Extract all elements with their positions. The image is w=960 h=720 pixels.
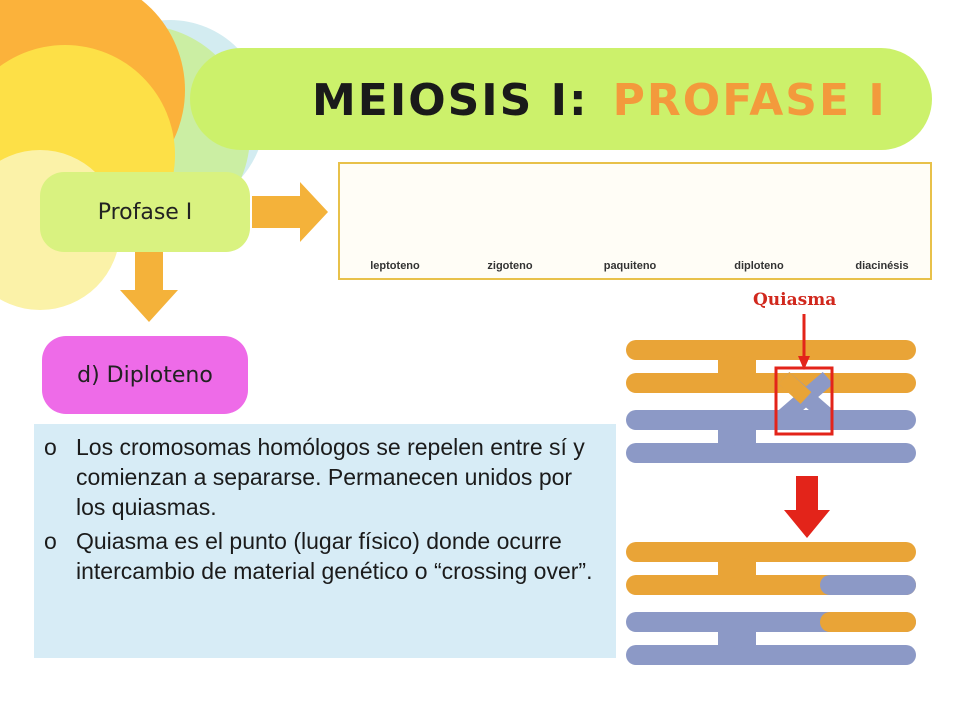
diploteno-label: d) Diploteno [77,362,213,388]
profase-box: Profase I [40,172,250,252]
bullet-marker: o [44,528,57,554]
chromatid-blue-top-1 [626,410,916,430]
chromatid-orange-top-2 [626,373,916,393]
quiasma-label: Quiasma [753,290,837,310]
bullet-text: Los cromosomas homólogos se repelen entr… [76,434,585,520]
bullet-marker: o [44,434,57,460]
stage-label-paquiteno: paquiteno [603,260,657,272]
stage-label-leptoteno: leptoteno [370,260,420,272]
bullet-text: Quiasma es el punto (lugar físico) donde… [76,528,593,584]
diploteno-box: d) Diploteno [42,336,248,414]
chromatid-recombinant-blue-tail [820,612,916,632]
chromatid-recombinant-orange-tail [820,575,916,595]
title-banner [190,48,932,150]
transition-arrow-down [784,476,830,538]
profase-label: Profase I [97,199,193,225]
chromosome-diagram-top [626,314,916,463]
info-box: o Los cromosomas homólogos se repelen en… [34,424,616,658]
title-main: MEIOSIS I: [312,74,589,126]
slide-title: MEIOSIS I: PROFASE I [312,60,932,140]
stages-panel: leptoteno zigoteno paquiteno diploteno d… [338,162,932,280]
title-accent: PROFASE I [612,74,887,126]
arrow-right [252,182,328,242]
chromatid-blue-top-2 [626,443,916,463]
chromosome-diagram-bottom [626,542,916,665]
stage-label-diploteno: diploteno [734,260,784,272]
bullet-item: o Quiasma es el punto (lugar físico) don… [44,526,606,586]
chromatid-orange-top-1 [626,340,916,360]
bullet-item: o Los cromosomas homólogos se repelen en… [44,432,606,522]
arrow-down [120,252,178,322]
stage-label-diacinesis: diacinésis [855,260,909,272]
stage-label-zigoteno: zigoteno [487,260,533,272]
chromatid-orange-bottom-1 [626,542,916,562]
chromatid-blue-bottom-2 [626,645,916,665]
